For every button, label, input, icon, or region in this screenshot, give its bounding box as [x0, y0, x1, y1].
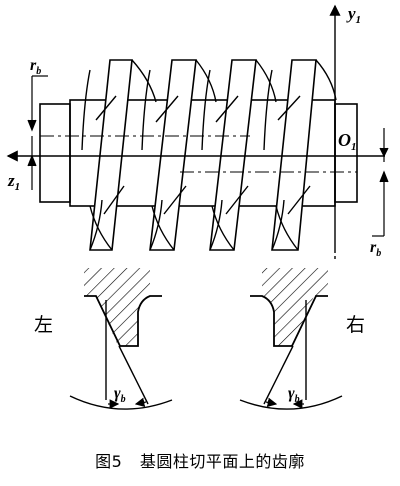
rb-left-label: rb — [30, 57, 41, 77]
rb-right-label: rb — [370, 239, 381, 259]
y1-label: y1 — [346, 4, 361, 26]
axes — [6, 4, 385, 262]
rb-dimension-right — [372, 128, 389, 237]
worm-thread-flanks — [81, 59, 337, 251]
origin-label: O1 — [338, 130, 357, 153]
left-tooth-section — [69, 268, 173, 410]
tangent-plane-lines — [40, 135, 357, 173]
worm-shaft-right — [334, 103, 358, 203]
worm-threads — [89, 59, 317, 251]
figure-title: 基圆柱切平面上的齿廓 — [139, 452, 305, 471]
gamma-right-label: γb — [288, 385, 300, 405]
z1-label: z1 — [7, 171, 20, 193]
rb-dimension-left — [27, 75, 48, 190]
left-side-label: 左 — [34, 314, 53, 336]
figure-caption: 图5 基圆柱切平面上的齿廓 — [0, 448, 400, 472]
right-side-label: 右 — [346, 314, 365, 336]
gamma-left-label: γb — [114, 385, 126, 405]
figure-number: 图5 — [95, 452, 123, 471]
right-tooth-section — [239, 268, 343, 410]
worm-shaft-left — [39, 103, 71, 203]
